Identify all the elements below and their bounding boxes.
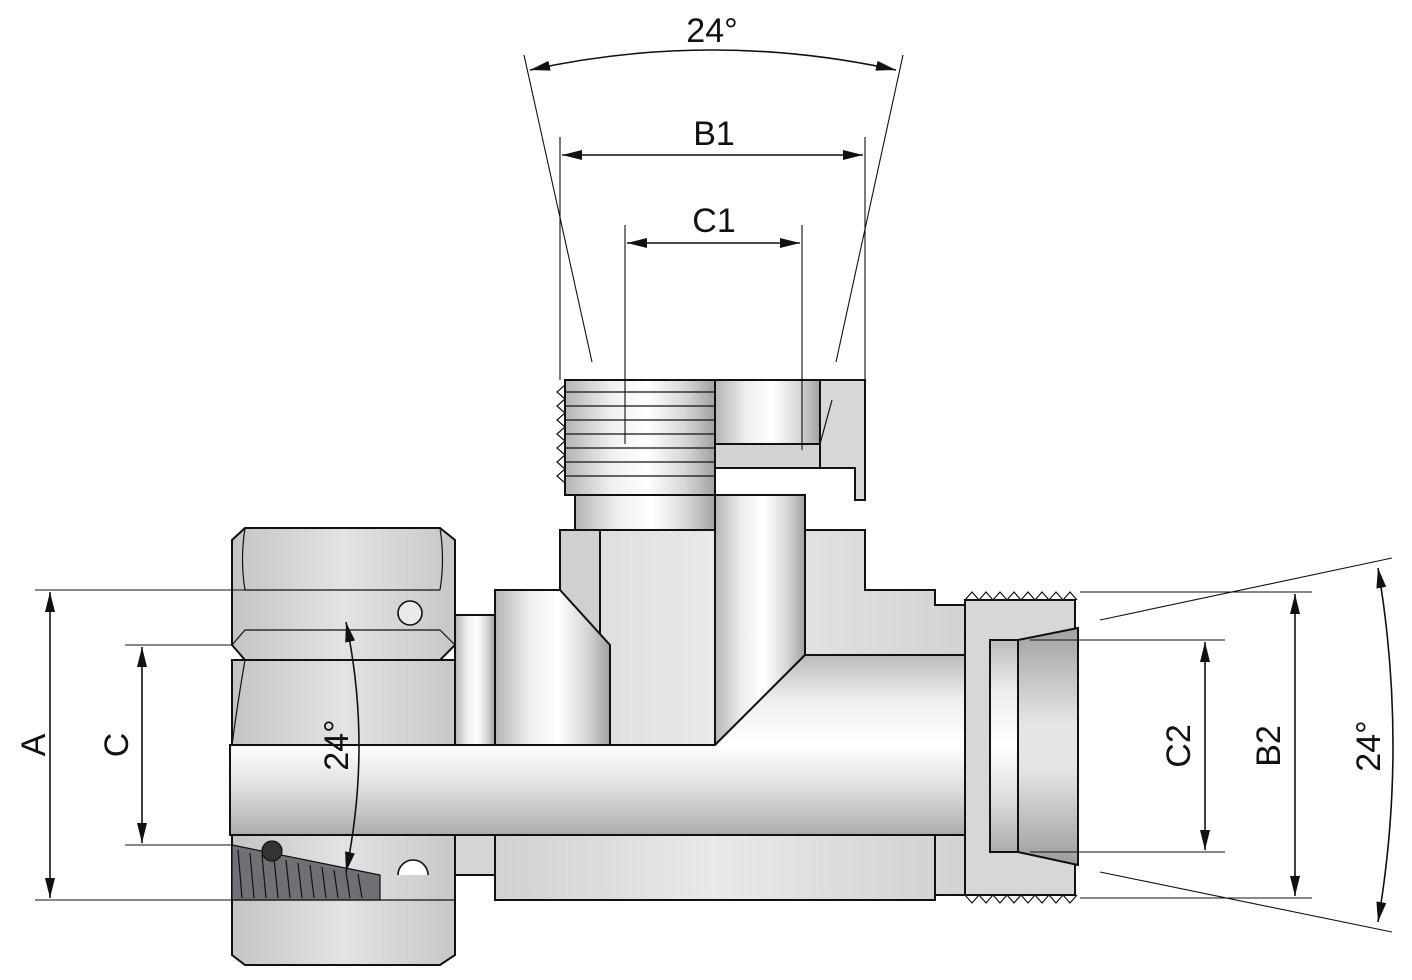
- top-thread-section: [564, 379, 716, 496]
- b2-label: B2: [1250, 725, 1288, 767]
- angle-top-arc: [529, 49, 897, 71]
- left-dimensions: A C 24°: [15, 589, 360, 901]
- a-label: A: [15, 733, 53, 756]
- angle-left-label: 24°: [318, 719, 356, 770]
- angle-right-arc: [1376, 567, 1394, 923]
- angle-right-label: 24°: [1350, 720, 1388, 771]
- right-dimensions: C2 B2 24°: [1030, 557, 1394, 933]
- tee-body: [229, 494, 991, 901]
- c2-label: C2: [1160, 724, 1198, 767]
- top-port: [556, 379, 866, 531]
- swivel-nut: [231, 527, 456, 966]
- c-label: C: [98, 733, 136, 758]
- angle-left-arc: [345, 621, 360, 873]
- angle-top-label: 24°: [686, 12, 737, 50]
- retaining-ring: [261, 840, 283, 862]
- right-port: [964, 591, 1079, 904]
- top-dimensions: 24° B1 C1: [523, 12, 904, 450]
- c1-label: C1: [692, 202, 735, 240]
- b1-label: B1: [693, 115, 735, 153]
- o-ring-hole: [397, 600, 423, 626]
